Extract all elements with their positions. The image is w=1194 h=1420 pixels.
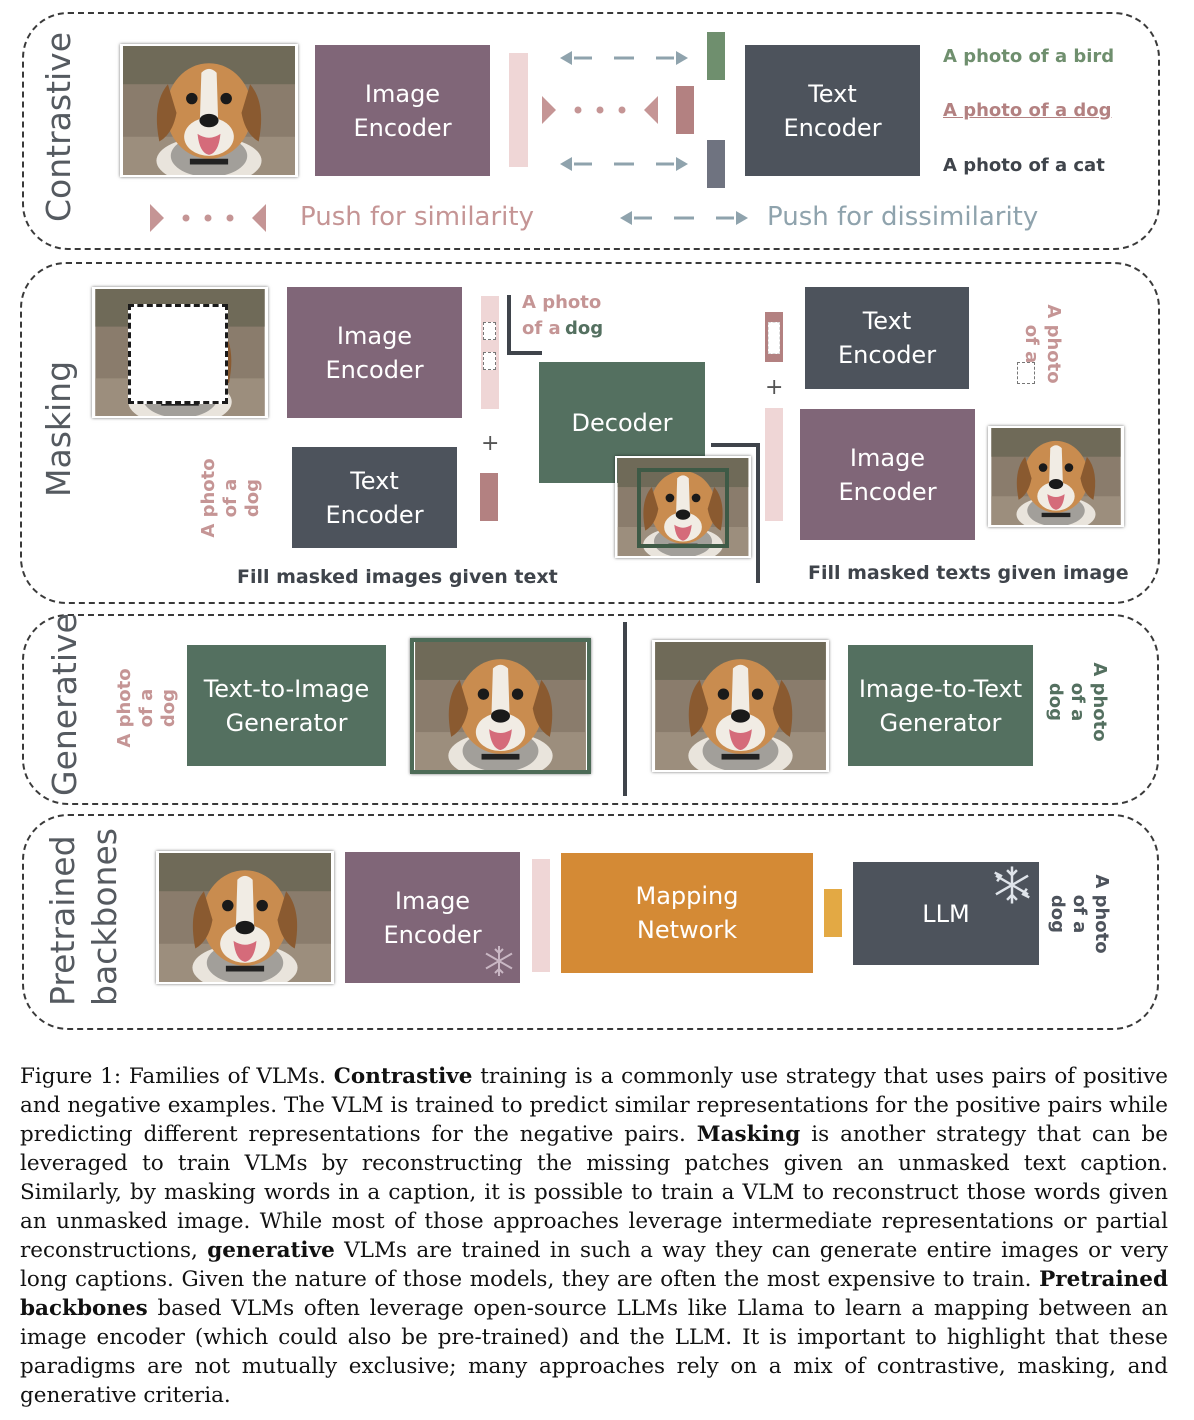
caption-bold-masking: Masking bbox=[696, 1122, 801, 1147]
plus-left: + bbox=[481, 431, 500, 456]
snowflake-icon bbox=[485, 946, 513, 976]
text-embedding-left bbox=[480, 473, 498, 521]
generative-left-caption: A photo of a dog bbox=[114, 668, 179, 748]
image-encoder-box: Image Encoder bbox=[315, 45, 490, 176]
masked-text-line2a: of a bbox=[522, 318, 561, 339]
masking-image-encoder-right: Image Encoder bbox=[800, 409, 975, 540]
legend-dissimilarity: Push for dissimilarity bbox=[767, 202, 1039, 232]
pretrained-dog-photo bbox=[156, 851, 334, 984]
subtitle-fill-texts: Fill masked texts given image bbox=[808, 562, 1129, 584]
masking-image-encoder-left: Image Encoder bbox=[287, 287, 462, 418]
generative-label: Generative bbox=[45, 613, 84, 796]
plus-right: + bbox=[765, 375, 784, 400]
caption-bird: A photo of a bird bbox=[943, 46, 1115, 67]
masking-panel bbox=[20, 262, 1160, 604]
text-embedding-bird bbox=[707, 32, 725, 80]
generative-divider bbox=[623, 622, 627, 796]
masked-text-slot bbox=[768, 322, 780, 354]
text-embedding-dog bbox=[676, 86, 694, 134]
dog-photo-right bbox=[988, 426, 1124, 527]
elbow-line-left bbox=[507, 295, 542, 355]
caption-bold-generative: generative bbox=[207, 1238, 335, 1263]
input-dog-photo bbox=[652, 640, 829, 772]
caption-bold-contrastive: Contrastive bbox=[333, 1064, 473, 1089]
reconstructed-dog-photo bbox=[615, 456, 751, 558]
dissimilarity-arrow-bottom bbox=[560, 157, 688, 171]
caption-bold-pretrained: Pretrained backbones bbox=[20, 1267, 1168, 1321]
mapping-network-box: Mapping Network bbox=[561, 853, 813, 973]
pretrained-panel bbox=[22, 814, 1159, 1030]
caption-cat: A photo of a cat bbox=[943, 155, 1105, 176]
similarity-arrow-mid bbox=[542, 96, 658, 124]
mapped-embedding bbox=[824, 889, 842, 937]
masking-text-encoder-right: Text Encoder bbox=[805, 287, 969, 389]
contrastive-label: Contrastive bbox=[39, 31, 78, 222]
caption-text-5: based VLMs often leverage open-source LL… bbox=[20, 1296, 1168, 1408]
caption-text-1: Families of VLMs. bbox=[121, 1064, 334, 1089]
image-embedding-bar bbox=[509, 53, 528, 167]
masking-text-encoder-left: Text Encoder bbox=[292, 447, 457, 548]
caption-text-4: VLMs are trained in such a way they can … bbox=[20, 1238, 1168, 1292]
masked-word-slot bbox=[1017, 362, 1035, 384]
dissimilarity-legend-icon bbox=[620, 211, 748, 225]
pretrained-caption: A photo of a dog bbox=[1047, 874, 1112, 954]
generated-dog-photo bbox=[410, 638, 591, 774]
pretrained-label-line1: Pretrained bbox=[43, 835, 82, 1006]
pretrained-image-encoder: Image Encoder bbox=[345, 852, 520, 983]
masking-label: Masking bbox=[39, 360, 78, 497]
similarity-legend-icon bbox=[150, 204, 266, 232]
text-encoder-box: Text Encoder bbox=[745, 45, 920, 176]
masked-text-line2b: dog bbox=[565, 318, 604, 339]
caption-dog: A photo of a dog bbox=[943, 100, 1112, 121]
masked-dog-photo bbox=[92, 287, 268, 418]
text-embedding-cat bbox=[707, 140, 725, 188]
masked-slot-2 bbox=[483, 352, 496, 370]
legend-similarity: Push for similarity bbox=[300, 202, 534, 232]
text-to-image-generator: Text-to-Image Generator bbox=[187, 645, 386, 766]
generative-panel bbox=[22, 614, 1159, 805]
masked-slot-1 bbox=[483, 322, 496, 340]
image-to-text-generator: Image-to-Text Generator bbox=[848, 645, 1033, 766]
image-embedding-right bbox=[765, 408, 783, 521]
snowflake-icon bbox=[994, 866, 1030, 904]
figure-caption: Figure 1: Families of VLMs. Contrastive … bbox=[20, 1062, 1168, 1410]
caption-prefix: Figure 1: bbox=[20, 1064, 122, 1089]
elbow-line-right bbox=[711, 443, 760, 583]
caption-text-2: training is a commonly use strategy that… bbox=[20, 1064, 1168, 1147]
pretrained-label-line2: backbones bbox=[85, 828, 124, 1006]
pretrained-image-embedding bbox=[532, 859, 550, 972]
contrastive-panel bbox=[22, 12, 1160, 250]
masking-left-vertical-caption: A photo of a dog bbox=[198, 458, 263, 538]
generative-right-caption: A photo of a dog bbox=[1045, 662, 1110, 742]
dissimilarity-arrow-top bbox=[560, 51, 688, 65]
caption-text-3: is another strategy that can be leverage… bbox=[20, 1122, 1168, 1263]
masked-text-line1: A photo bbox=[522, 292, 602, 313]
subtitle-fill-images: Fill masked images given text bbox=[237, 566, 558, 588]
dog-photo bbox=[120, 44, 298, 177]
llm-box: LLM bbox=[853, 862, 1039, 965]
